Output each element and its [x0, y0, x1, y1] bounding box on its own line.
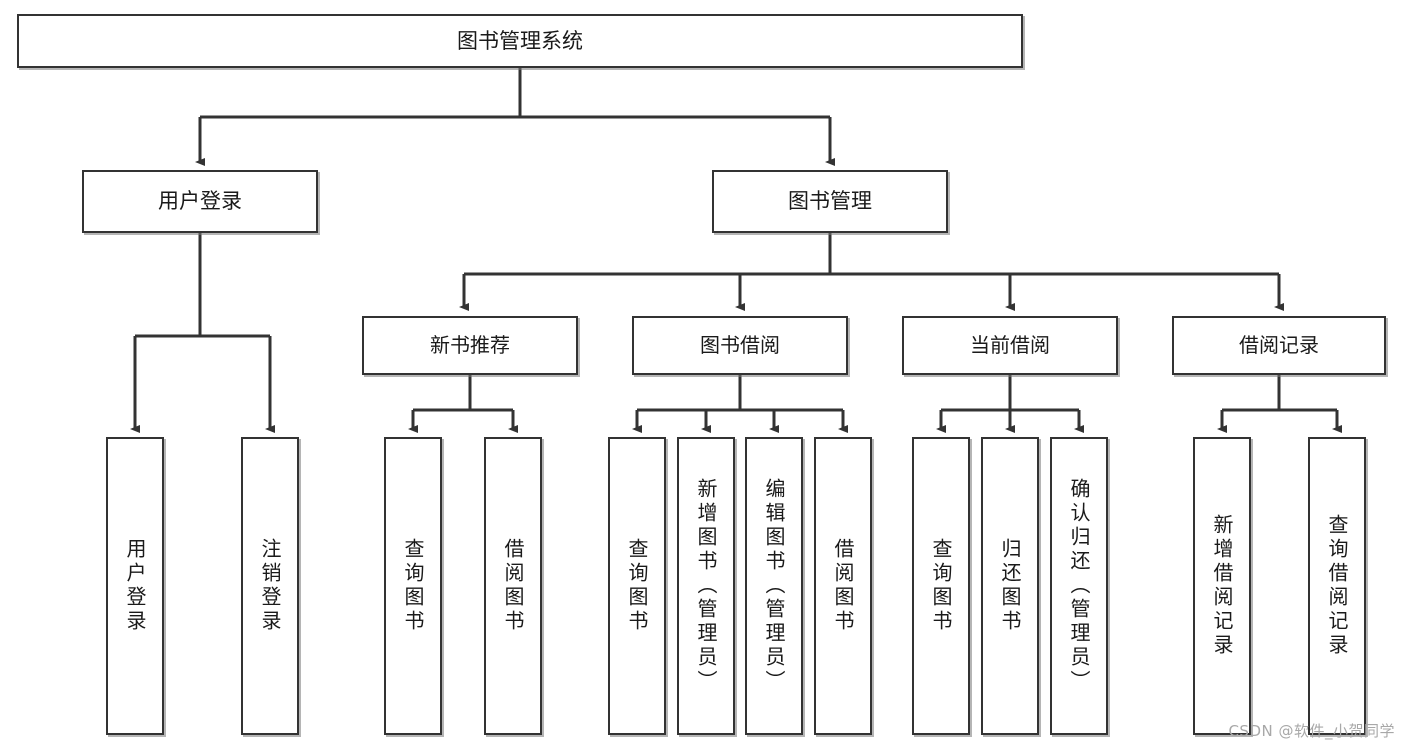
leaf-return-book[interactable]: 归还图书 [981, 437, 1039, 735]
csdn-watermark: CSDN @软件_小贺同学 [1228, 722, 1395, 740]
node-book-management[interactable]: 图书管理 [712, 170, 948, 233]
leaf-borrow-book-recommend[interactable]: 借阅图书 [484, 437, 542, 735]
node-label: 用户登录 [158, 189, 242, 214]
node-label: 确认归还（管理员） [1067, 478, 1091, 694]
node-label: 注销登录 [258, 538, 282, 634]
leaf-user-login[interactable]: 用户登录 [106, 437, 164, 735]
node-label: 借阅记录 [1239, 332, 1319, 357]
leaf-edit-book-admin[interactable]: 编辑图书（管理员） [745, 437, 803, 735]
leaf-confirm-return-admin[interactable]: 确认归还（管理员） [1050, 437, 1108, 735]
node-label: 归还图书 [998, 538, 1022, 634]
leaf-add-borrow-record[interactable]: 新增借阅记录 [1193, 437, 1251, 735]
node-label: 用户登录 [123, 538, 147, 634]
node-label: 查询图书 [401, 538, 425, 634]
node-label: 借阅图书 [501, 538, 525, 634]
node-new-book-recommend[interactable]: 新书推荐 [362, 316, 578, 375]
node-label: 新书推荐 [430, 332, 510, 357]
node-label: 新增图书（管理员） [694, 478, 718, 694]
leaf-query-book-current[interactable]: 查询图书 [912, 437, 970, 735]
node-current-borrow[interactable]: 当前借阅 [902, 316, 1118, 375]
leaf-query-book-recommend[interactable]: 查询图书 [384, 437, 442, 735]
node-label: 图书管理系统 [457, 28, 583, 53]
node-book-borrow[interactable]: 图书借阅 [632, 316, 848, 375]
node-label: 编辑图书（管理员） [762, 478, 786, 694]
leaf-query-borrow-record[interactable]: 查询借阅记录 [1308, 437, 1366, 735]
node-label: 查询图书 [929, 538, 953, 634]
leaf-borrow-book[interactable]: 借阅图书 [814, 437, 872, 735]
node-label: 查询图书 [625, 538, 649, 634]
node-label: 新增借阅记录 [1210, 514, 1234, 658]
leaf-logout[interactable]: 注销登录 [241, 437, 299, 735]
node-label: 图书管理 [788, 189, 872, 214]
node-label: 查询借阅记录 [1325, 514, 1349, 658]
leaf-add-book-admin[interactable]: 新增图书（管理员） [677, 437, 735, 735]
node-borrow-record[interactable]: 借阅记录 [1172, 316, 1386, 375]
node-user-login[interactable]: 用户登录 [82, 170, 318, 233]
node-label: 当前借阅 [970, 332, 1050, 357]
node-label: 借阅图书 [831, 538, 855, 634]
leaf-query-book-borrow[interactable]: 查询图书 [608, 437, 666, 735]
node-label: 图书借阅 [700, 332, 780, 357]
node-root-system[interactable]: 图书管理系统 [17, 14, 1023, 68]
